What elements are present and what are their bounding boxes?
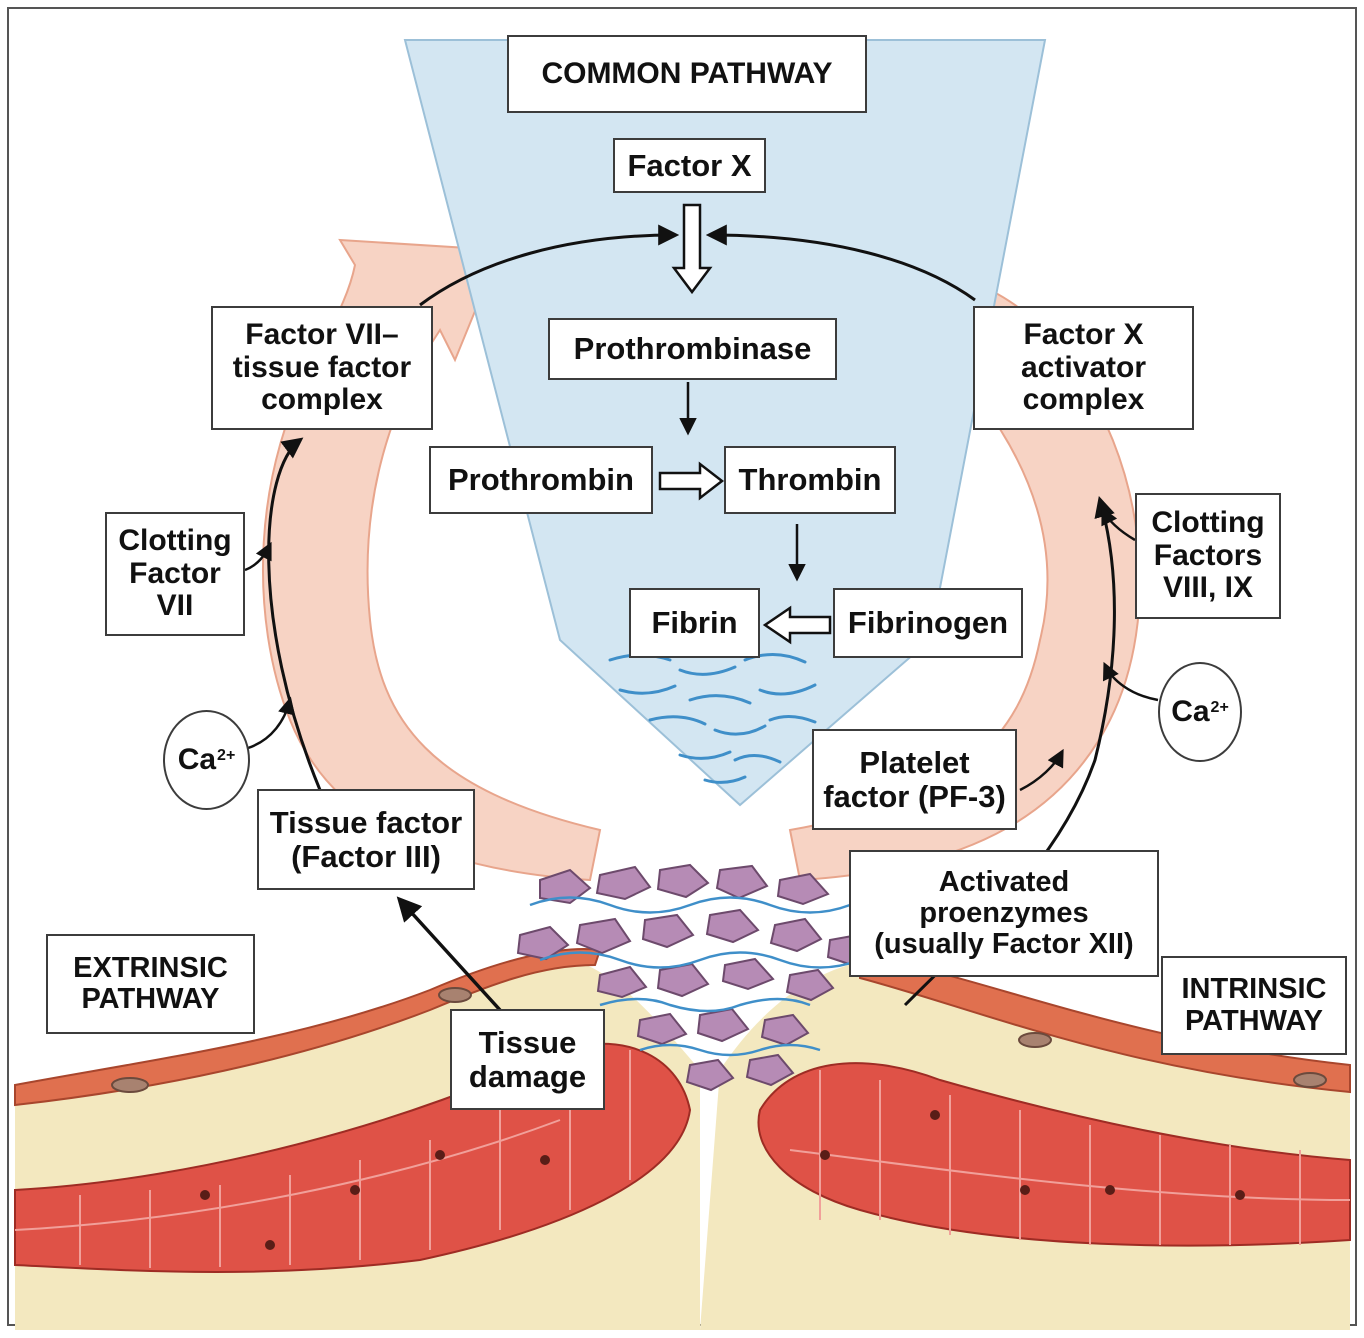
fibrinogen-label: Fibrinogen (833, 588, 1023, 658)
calcium-symbol: Ca (1171, 695, 1209, 729)
clotting-factor-vii-label: Clotting Factor VII (105, 512, 245, 636)
calcium-charge: 2+ (1211, 699, 1229, 717)
tissue-factor-label: Tissue factor (Factor III) (257, 789, 475, 890)
calcium-charge: 2+ (217, 747, 235, 765)
prothrombin-label: Prothrombin (429, 446, 653, 514)
factor-vii-tissue-factor-complex-label: Factor VII– tissue factor complex (211, 306, 433, 430)
intrinsic-pathway-label: INTRINSIC PATHWAY (1161, 956, 1347, 1055)
tissue-damage-label: Tissue damage (450, 1009, 605, 1110)
calcium-symbol: Ca (178, 743, 216, 777)
prothrombinase-label: Prothrombinase (548, 318, 837, 380)
common-pathway-title: COMMON PATHWAY (507, 35, 867, 113)
factor-x-activator-complex-label: Factor X activator complex (973, 306, 1194, 430)
platelet-factor-label: Platelet factor (PF-3) (812, 729, 1017, 830)
factor-x-label: Factor X (613, 138, 766, 193)
thrombin-label: Thrombin (724, 446, 896, 514)
fibrin-label: Fibrin (629, 588, 760, 658)
activated-proenzymes-label: Activated proenzymes (usually Factor XII… (849, 850, 1159, 977)
extrinsic-pathway-label: EXTRINSIC PATHWAY (46, 934, 255, 1034)
clotting-factors-viii-ix-label: Clotting Factors VIII, IX (1135, 493, 1281, 619)
